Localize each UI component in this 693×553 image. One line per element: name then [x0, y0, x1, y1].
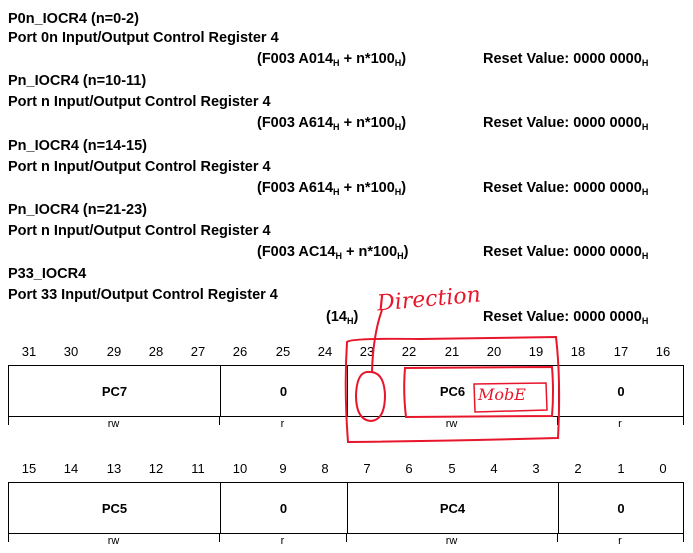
register-description: Port n Input/Output Control Register 4	[8, 159, 271, 175]
access-type: rw	[445, 535, 458, 547]
bit-number: 6	[405, 461, 413, 476]
bit-number: 0	[659, 461, 667, 476]
bit-number: 26	[232, 344, 248, 359]
register-name: Pn_IOCR4 (n=10-11)	[8, 73, 147, 89]
access-type: r	[280, 535, 285, 547]
bit-number: 10	[232, 461, 248, 476]
bit-number: 25	[275, 344, 291, 359]
annotation-mode: MobE	[478, 385, 526, 404]
reset-value: Reset Value: 0000 0000H	[483, 244, 649, 261]
field-reserved: 0	[617, 500, 625, 516]
field-tick	[557, 534, 558, 542]
reset-value: Reset Value: 0000 0000H	[483, 180, 649, 197]
bit-number: 1	[617, 461, 625, 476]
bit-number: 21	[444, 344, 460, 359]
register-name: Pn_IOCR4 (n=14-15)	[8, 138, 148, 154]
field-pc5: PC5	[101, 500, 128, 516]
bit-number: 23	[359, 344, 375, 359]
bit-number: 2	[574, 461, 582, 476]
field-reserved: 0	[279, 383, 288, 399]
bit-number: 8	[321, 461, 329, 476]
bit-number: 16	[655, 344, 671, 359]
field-tick	[219, 417, 220, 425]
register-name: Pn_IOCR4 (n=21-23)	[8, 202, 148, 218]
bit-number: 4	[490, 461, 498, 476]
field-pc6: PC6	[439, 383, 466, 399]
bit-number: 20	[486, 344, 502, 359]
register-row-upper: PC7 0 PC6 0	[8, 365, 684, 417]
bit-number: 12	[148, 461, 164, 476]
register-address: (14H)	[326, 309, 359, 326]
bit-number: 11	[191, 461, 205, 476]
field-divider	[220, 366, 221, 416]
register-name: P0n_IOCR4 (n=0-2)	[8, 11, 139, 27]
reset-value: Reset Value: 0000 0000H	[483, 115, 649, 132]
register-description: Port 0n Input/Output Control Register 4	[8, 30, 279, 46]
bit-number: 27	[190, 344, 206, 359]
field-tick	[346, 534, 347, 542]
register-address: (F003 AC14H + n*100H)	[257, 244, 409, 261]
bit-number: 5	[448, 461, 456, 476]
annotation-direction: Direction	[376, 282, 482, 317]
field-divider	[347, 483, 348, 533]
reset-value: Reset Value: 0000 0000H	[483, 309, 649, 326]
field-tick	[219, 534, 220, 542]
bit-number: 22	[401, 344, 417, 359]
bit-number: 31	[21, 344, 37, 359]
field-tick	[683, 534, 684, 542]
access-type: r	[618, 535, 622, 547]
register-description: Port n Input/Output Control Register 4	[8, 94, 271, 110]
bit-number: 24	[317, 344, 333, 359]
bit-number: 14	[63, 461, 79, 476]
bit-number: 29	[106, 344, 122, 359]
field-reserved: 0	[617, 383, 625, 399]
register-row-lower: PC5 0 PC4 0	[8, 482, 684, 534]
access-type: rw	[107, 535, 120, 547]
access-type: r	[618, 418, 622, 430]
field-reserved: 0	[279, 500, 288, 516]
field-tick	[683, 417, 684, 425]
bit-number: 9	[279, 461, 287, 476]
bit-number: 18	[570, 344, 586, 359]
access-type: rw	[107, 418, 120, 430]
field-pc7: PC7	[101, 383, 128, 399]
field-divider	[220, 483, 221, 533]
bit-number: 19	[528, 344, 544, 359]
register-address: (F003 A614H + n*100H)	[257, 115, 407, 132]
field-pc4: PC4	[439, 500, 466, 516]
bit-number: 7	[363, 461, 371, 476]
register-description: Port 33 Input/Output Control Register 4	[8, 287, 278, 303]
bit-number: 13	[106, 461, 122, 476]
bit-number: 3	[532, 461, 540, 476]
register-name: P33_IOCR4	[8, 266, 87, 282]
bit-number: 15	[21, 461, 37, 476]
bit-number: 30	[63, 344, 79, 359]
access-type: r	[280, 418, 285, 430]
reset-value: Reset Value: 0000 0000H	[483, 51, 649, 68]
register-address: (F003 A614H + n*100H)	[257, 180, 407, 197]
bit-number: 28	[148, 344, 164, 359]
register-description: Port n Input/Output Control Register 4	[8, 223, 271, 239]
bit-number: 17	[613, 344, 629, 359]
field-tick	[8, 417, 9, 425]
field-divider	[558, 483, 559, 533]
annotation-arrow	[371, 309, 383, 373]
field-tick	[8, 534, 9, 542]
register-address: (F003 A014H + n*100H)	[257, 51, 407, 68]
access-type: rw	[445, 418, 458, 430]
